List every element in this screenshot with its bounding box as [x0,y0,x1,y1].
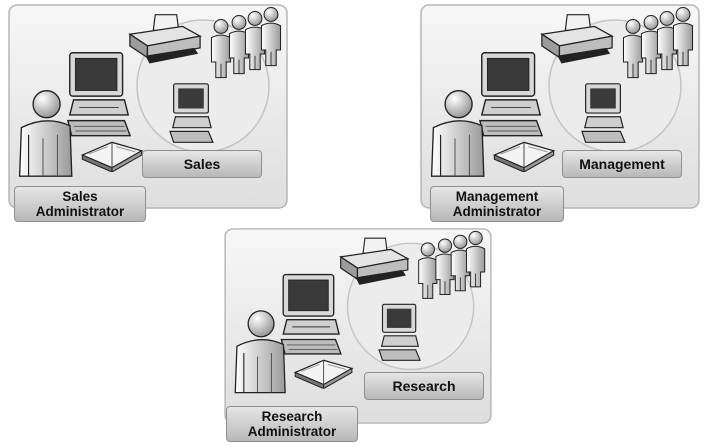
sales-administrator-label: Sales Administrator [14,186,146,222]
management-group-panel: Management Management Administrator [418,4,702,234]
management-department-text: Management [579,156,665,172]
research-admin-line1: Research [261,409,323,424]
research-department-label: Research [364,372,484,400]
sales-admin-line2: Administrator [35,204,125,219]
research-administrator-label: Research Administrator [226,406,358,442]
management-admin-line2: Administrator [452,204,542,219]
sales-department-label: Sales [142,150,262,178]
research-department-text: Research [392,378,456,394]
sales-admin-line1: Sales [62,189,98,204]
sales-group-panel: Sales Sales Administrator [6,4,290,234]
research-admin-line2: Administrator [247,424,337,439]
management-admin-line1: Management [455,189,539,204]
management-department-label: Management [562,150,682,178]
sales-department-text: Sales [183,156,221,172]
research-group-panel: Research Research Administrator [216,228,500,445]
management-administrator-label: Management Administrator [430,186,564,222]
